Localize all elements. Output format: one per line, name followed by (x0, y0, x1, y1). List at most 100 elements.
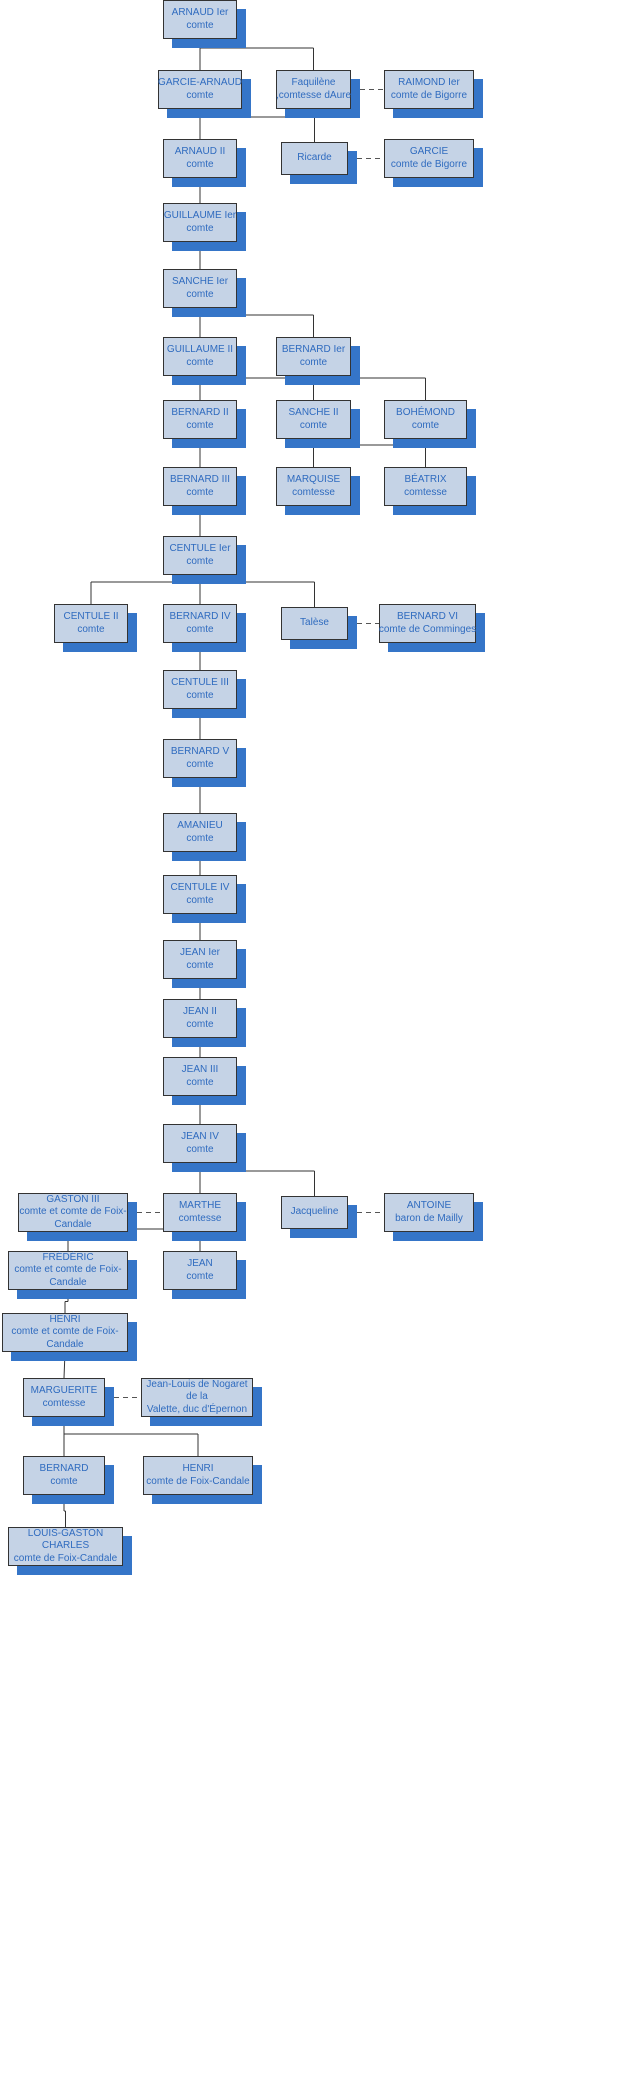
person-name: AMANIEU (177, 820, 223, 831)
person-title: comte (186, 1270, 214, 1282)
person-title: comte (299, 419, 328, 431)
person-title: comte (186, 356, 214, 368)
person-name: BERNARD III (169, 474, 230, 485)
person-name: BÉATRIX (404, 474, 447, 485)
person-title: comte (186, 288, 214, 300)
person-name: GUILLAUME II (166, 344, 234, 355)
person-title: comte de Bigorre (390, 89, 468, 101)
person-name: Jacqueline (290, 1206, 339, 1218)
person-name: CENTULE IV (170, 882, 230, 893)
person-title: comte (186, 1143, 214, 1155)
person-name: SANCHE Ier (171, 276, 229, 287)
person-name: CENTULE Ier (169, 543, 231, 554)
person-title: comte (186, 89, 214, 101)
person-name: JEAN IV (181, 1131, 219, 1142)
person-name: LOUIS-GASTON CHARLES (27, 1527, 104, 1552)
person-title: comte de Bigorre (390, 158, 468, 170)
person-name: SANCHE II (288, 407, 339, 418)
person-name: HENRI (49, 1313, 81, 1325)
person-title: comte et comte de Foix-Candale (14, 1264, 122, 1288)
person-title: comtesse (42, 1397, 86, 1409)
person-title: comte (186, 19, 214, 31)
person-name: ARNAUD Ier (171, 7, 229, 18)
person-name: Jean-Louis de Nogaret de la (146, 1378, 248, 1403)
person-name: MARGUERITE (30, 1385, 98, 1396)
person-node-talese[interactable]: Talèse (281, 607, 348, 640)
person-name: GARCIE (409, 146, 449, 157)
person-name: BERNARD V (170, 746, 230, 757)
person-title: comtesse (292, 486, 335, 498)
person-title: comte (186, 555, 214, 567)
person-name: JEAN (187, 1258, 213, 1269)
person-name: BERNARD VI (396, 611, 459, 622)
person-name: GARCIE-ARNAUD (158, 77, 242, 88)
person-name: JEAN Ier (179, 947, 220, 958)
person-name: BERNARD II (171, 407, 229, 418)
person-name: GUILLAUME Ier (163, 210, 237, 221)
person-name: BERNARD IV (169, 611, 231, 622)
person-title: comtesse (178, 1212, 222, 1224)
person-node-jacqueline[interactable]: Jacqueline (281, 1196, 348, 1229)
person-title: ,comtesse dAure (275, 89, 352, 101)
person-name: CENTULE II (63, 611, 119, 622)
person-title: comte (186, 1018, 214, 1030)
person-name: MARQUISE (286, 474, 341, 485)
person-title: comte (411, 419, 440, 431)
person-title: comte (186, 894, 214, 906)
person-title: comte (186, 1076, 214, 1088)
person-title: comte (186, 158, 214, 170)
person-name: GASTON III (46, 1193, 100, 1205)
person-node-ricarde[interactable]: Ricarde (281, 142, 348, 175)
person-name: BOHÉMOND (396, 407, 455, 418)
person-title: comte (50, 1475, 78, 1487)
person-title: comte (77, 623, 105, 635)
person-name: ARNAUD II (174, 146, 226, 157)
person-name: JEAN II (183, 1006, 217, 1017)
person-node-faquilene[interactable]: Faquilène,comtesse dAure (276, 70, 351, 109)
person-title: comte (186, 222, 214, 234)
person-title: comte (299, 356, 328, 368)
person-title: comte de Comminges (378, 623, 477, 635)
person-title: comte (186, 832, 214, 844)
